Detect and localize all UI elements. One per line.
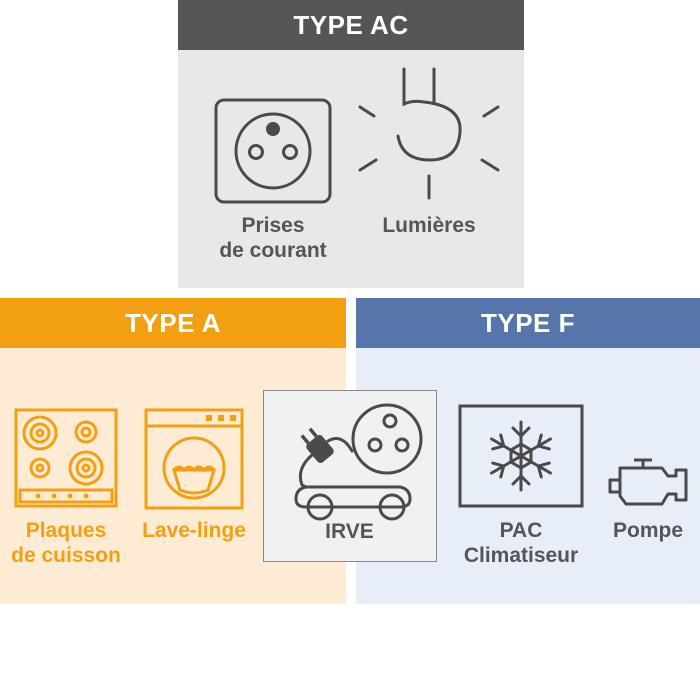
type-ac-header: TYPE AC [178,0,524,50]
ev-charger-icon [282,399,423,521]
cooktop-icon [14,408,118,508]
label-lumieres: Lumières [382,214,476,237]
type-ac-panel: TYPE AC Prises de courant Lumières [178,0,524,288]
label-irve: IRVE [325,520,374,543]
snowflake-unit-icon [458,404,584,508]
type-f-header: TYPE F [356,298,700,348]
power-outlet-icon [214,98,332,204]
label-prises-de-courant: Prises de courant [219,214,327,262]
label-plaques-de-cuisson: Plaques de cuisson [11,519,121,567]
type-a-header: TYPE A [0,298,346,348]
light-bulb-icon [354,64,504,204]
washing-machine-icon [144,408,244,510]
pump-motor-icon [606,458,690,508]
irve-box: IRVE [263,390,437,562]
label-pac-climatiseur: PAC Climatiseur [463,519,579,567]
label-pompe: Pompe [612,519,683,542]
label-lave-linge: Lave-linge [142,519,246,542]
